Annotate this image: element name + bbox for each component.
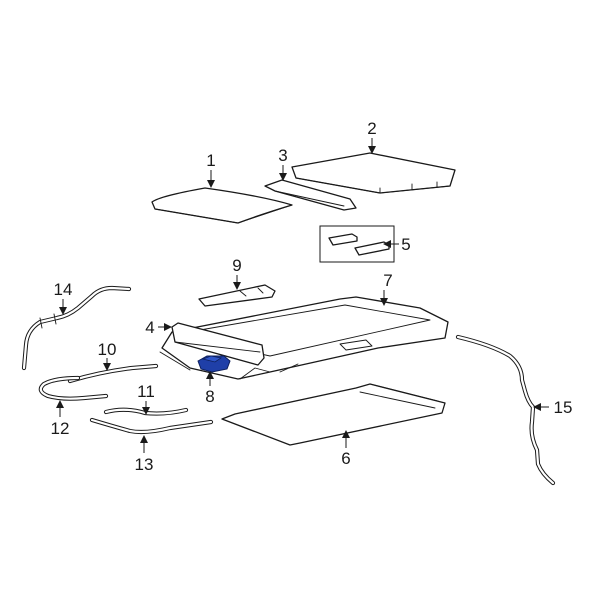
part-12-drain-hose-lower-left[interactable]: [38, 375, 109, 401]
callout-13: 13: [135, 455, 154, 474]
part-8-motor-highlighted[interactable]: [197, 355, 231, 373]
callout-11: 11: [137, 382, 155, 401]
callout-10: 10: [98, 340, 117, 359]
part-13-seal-strip[interactable]: [89, 417, 214, 435]
callout-labels: 1 2 3 5 9 7 4 8 6 15 14 10 12 11 13: [51, 119, 573, 474]
callout-14: 14: [54, 280, 73, 299]
leader-lines: [56, 138, 549, 453]
callout-1: 1: [206, 151, 215, 170]
callout-6: 6: [341, 449, 350, 468]
callout-3: 3: [278, 146, 287, 165]
part-1-glass-panel[interactable]: [151, 187, 293, 224]
part-14-drain-hose-left[interactable]: [21, 285, 132, 371]
part-4-front-crossmember[interactable]: [171, 322, 265, 366]
callout-8: 8: [205, 387, 214, 406]
callout-2: 2: [367, 119, 376, 138]
callout-9: 9: [232, 256, 241, 275]
callout-7: 7: [383, 271, 392, 290]
part-9-trim-piece[interactable]: [198, 284, 276, 307]
callout-12: 12: [51, 419, 70, 438]
callout-15: 15: [554, 398, 573, 417]
part-3-deflector-strip[interactable]: [264, 179, 357, 211]
part-6-sunshade-panel[interactable]: [221, 383, 446, 446]
part-5-bracket-set[interactable]: [319, 225, 395, 263]
part-10-seal-strip[interactable]: [67, 363, 159, 384]
part-15-drain-hose-right[interactable]: [455, 334, 556, 486]
callout-4: 4: [145, 318, 154, 337]
part-2-roof-panel[interactable]: [291, 152, 456, 194]
callout-5: 5: [401, 235, 410, 254]
